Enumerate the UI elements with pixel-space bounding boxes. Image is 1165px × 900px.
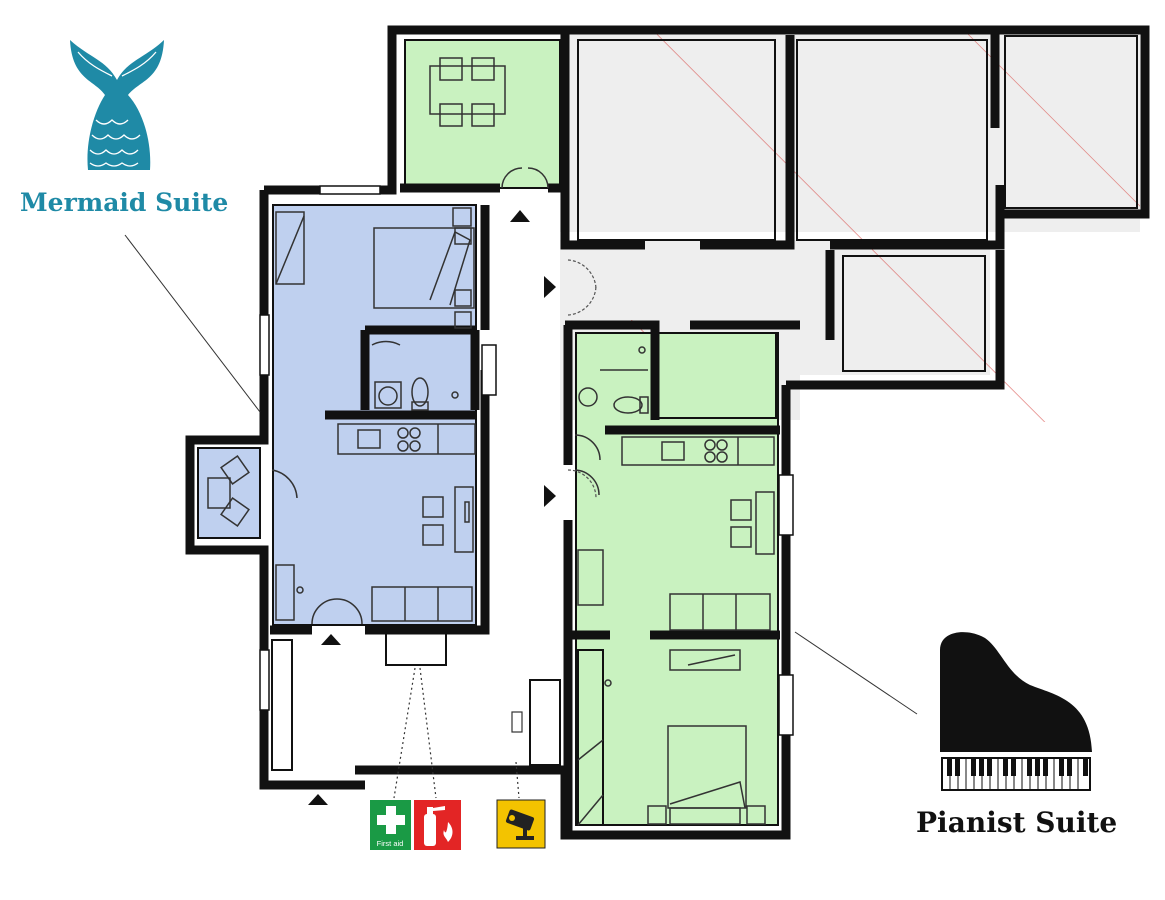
- fire-extinguisher-sign: [414, 800, 461, 850]
- mermaid-tail-icon: [70, 40, 164, 170]
- sofa: [669, 593, 771, 631]
- entry-arrows: [308, 210, 556, 805]
- pianist-suite-area: [576, 333, 778, 825]
- terrace-table: [429, 65, 506, 115]
- sign-leaders: [393, 667, 520, 799]
- pianist-suite-title: Pianist Suite: [916, 806, 1118, 839]
- inner-lines: [197, 35, 1138, 826]
- entry-arrow-mermaid: [321, 634, 341, 645]
- first-aid-label: First aid: [377, 839, 404, 848]
- windows: [259, 185, 794, 736]
- entry-arrow-terrace: [510, 210, 530, 222]
- sink-icon: [578, 387, 598, 407]
- terrace-furniture: [429, 57, 549, 189]
- wardrobe: [275, 211, 305, 285]
- common-corridor: [490, 205, 558, 765]
- corridor-doors: [567, 259, 597, 499]
- dining-table: [454, 486, 474, 553]
- first-aid-sign: First aid: [370, 800, 411, 850]
- label-leaders: [124, 234, 918, 715]
- toilet-icon: [411, 377, 429, 407]
- cctv-camera-icon: [505, 809, 535, 840]
- entry-arrow-upper: [544, 276, 556, 298]
- dining-table: [755, 491, 775, 555]
- sink-icon: [378, 386, 398, 406]
- cctv-sign: [496, 799, 546, 849]
- entry-arrow-pianist: [544, 485, 556, 507]
- mermaid-suite-title: Mermaid Suite: [20, 188, 229, 217]
- fire-extinguisher-icon: [424, 806, 453, 846]
- bed: [373, 227, 475, 309]
- entry-arrow-main: [308, 794, 328, 805]
- kitchen-sink: [357, 429, 381, 449]
- sofa: [371, 586, 473, 622]
- kitchen-sink: [661, 441, 685, 461]
- grand-piano-icon: [940, 632, 1092, 791]
- mermaid-furniture: [207, 207, 476, 625]
- toilet-icon: [613, 396, 643, 414]
- pianist-furniture: [574, 346, 775, 826]
- cctv-mount: [511, 711, 523, 733]
